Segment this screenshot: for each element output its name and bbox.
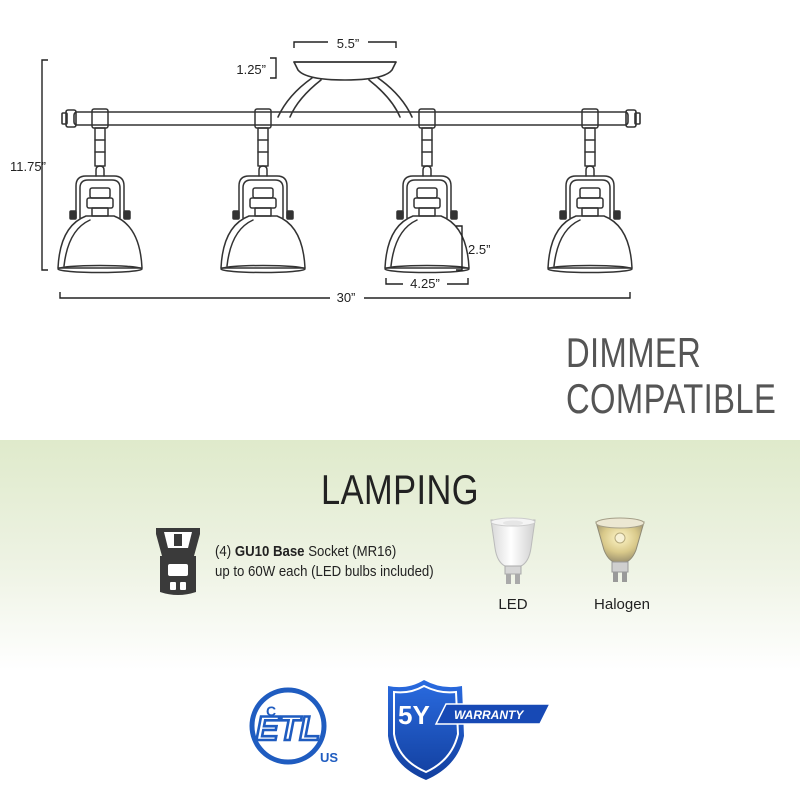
lamp-head — [547, 108, 633, 274]
socket-type: GU10 Base — [234, 543, 305, 560]
gu10-socket-icon — [156, 528, 200, 595]
socket-line2: up to 60W each (LED bulbs included) — [215, 563, 434, 580]
halogen-bulb-icon — [595, 517, 645, 582]
dim-canopy-height: 1.25” — [236, 62, 266, 77]
lamping-title: LAMPING — [321, 466, 479, 513]
dim-overall-width: 30” — [337, 290, 356, 305]
socket-rest: Socket (MR16) — [308, 543, 397, 560]
socket-count: (4) — [215, 543, 232, 560]
led-bulb-icon — [490, 517, 536, 584]
fixture-diagram: 5.5” 1.25” 11.75” 2.5” 4.25” 30” — [10, 36, 641, 305]
halogen-label: Halogen — [594, 596, 650, 613]
lamp-head — [220, 108, 306, 274]
lamping-section-background — [0, 440, 800, 670]
dimmer-line2: COMPATIBLE — [566, 375, 777, 422]
warranty-badge: 5Y WARRANTY — [388, 680, 552, 780]
dim-shade-width: 4.25” — [410, 276, 440, 291]
etl-us: US — [320, 750, 338, 765]
led-label: LED — [498, 596, 528, 613]
socket-description: (4) GU10 Base Socket (MR16) up to 60W ea… — [215, 542, 444, 582]
etl-listed-logo: ETL C US — [249, 687, 338, 765]
warranty-text: WARRANTY — [454, 708, 524, 722]
dim-shade-height: 2.5” — [468, 242, 490, 257]
dim-canopy-width: 5.5” — [337, 36, 359, 51]
lamp-head — [384, 108, 470, 274]
dim-overall-height: 11.75” — [10, 159, 46, 174]
lamp-head — [57, 108, 143, 274]
dimmer-line1: DIMMER — [566, 329, 702, 376]
warranty-years: 5Y — [398, 700, 430, 730]
canopy — [277, 61, 413, 118]
etl-c: C — [266, 703, 276, 719]
dimmer-compatible-text: DIMMER COMPATIBLE — [566, 329, 777, 422]
etl-mark: ETL — [256, 710, 320, 748]
track-bar — [61, 109, 641, 128]
